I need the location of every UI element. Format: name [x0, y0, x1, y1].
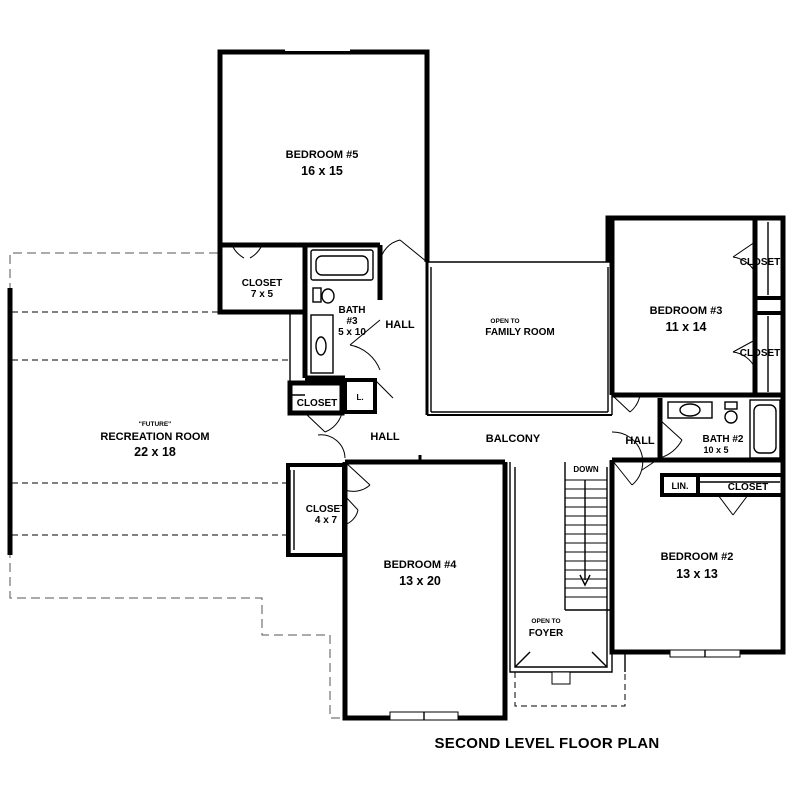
plan-title: SECOND LEVEL FLOOR PLAN	[435, 735, 660, 752]
open-to-foyer-line1: OPEN TO	[531, 618, 560, 625]
bedroom-5-name: BEDROOM #5	[286, 149, 359, 161]
bedroom-2-walls	[609, 431, 786, 658]
bath-2-size: 10 x 5	[703, 445, 728, 455]
recreation-name: RECREATION ROOM	[100, 431, 209, 443]
open-to-family-line1: OPEN TO	[490, 318, 519, 325]
bath-2-name: BATH #2	[703, 434, 744, 445]
bedroom-2-name: BEDROOM #2	[661, 551, 734, 563]
recreation-room-outline	[7, 252, 345, 719]
room-labels: BEDROOM #5 16 x 15 CLOSET 7 x 5 BATH #3 …	[100, 149, 780, 639]
stairs-foyer	[509, 462, 626, 707]
linen-label: LIN.	[672, 481, 689, 491]
closet-4-name: CLOSET	[306, 504, 347, 515]
bedroom-4-size: 13 x 20	[399, 574, 441, 588]
linen-small-label: L.	[356, 393, 363, 402]
hall-right-label: HALL	[625, 435, 655, 447]
stairs-down-label: DOWN	[573, 465, 599, 474]
bath-3-number: #3	[346, 316, 358, 327]
closet-2-label: CLOSET	[728, 482, 769, 493]
bedroom-3-name: BEDROOM #3	[650, 305, 723, 317]
open-to-foyer-line2: FOYER	[529, 628, 564, 639]
linen-closet-walls	[660, 473, 783, 516]
closet-5-name: CLOSET	[242, 278, 283, 289]
bedroom-5-size: 16 x 15	[301, 164, 343, 178]
bedroom-3-walls	[605, 215, 786, 413]
bath-3-size: 5 x 10	[338, 327, 366, 338]
hall-closet-walls	[287, 378, 394, 433]
closet-3a-label: CLOSET	[740, 257, 781, 268]
closet-4-size: 4 x 7	[315, 515, 338, 526]
open-to-family-line2: FAMILY ROOM	[485, 327, 554, 338]
bedroom-5-walls	[217, 49, 430, 378]
bedroom-4-walls	[286, 462, 508, 721]
closet-5-size: 7 x 5	[251, 289, 274, 300]
closet-hall-label: CLOSET	[297, 398, 338, 409]
bedroom-3-size: 11 x 14	[665, 320, 706, 334]
closet-3b-label: CLOSET	[740, 348, 781, 359]
hall-upper-label: HALL	[385, 319, 415, 331]
bath-3-name: BATH	[338, 305, 365, 316]
hall-left-label: HALL	[370, 431, 400, 443]
balcony-label: BALCONY	[486, 433, 541, 445]
bedroom-4-name: BEDROOM #4	[384, 559, 458, 571]
bath-3-fixtures	[305, 242, 383, 381]
recreation-size: 22 x 18	[134, 445, 176, 459]
bedroom-2-size: 13 x 13	[676, 567, 718, 581]
recreation-future: "FUTURE"	[139, 421, 172, 428]
bath-2-fixtures	[657, 398, 786, 463]
